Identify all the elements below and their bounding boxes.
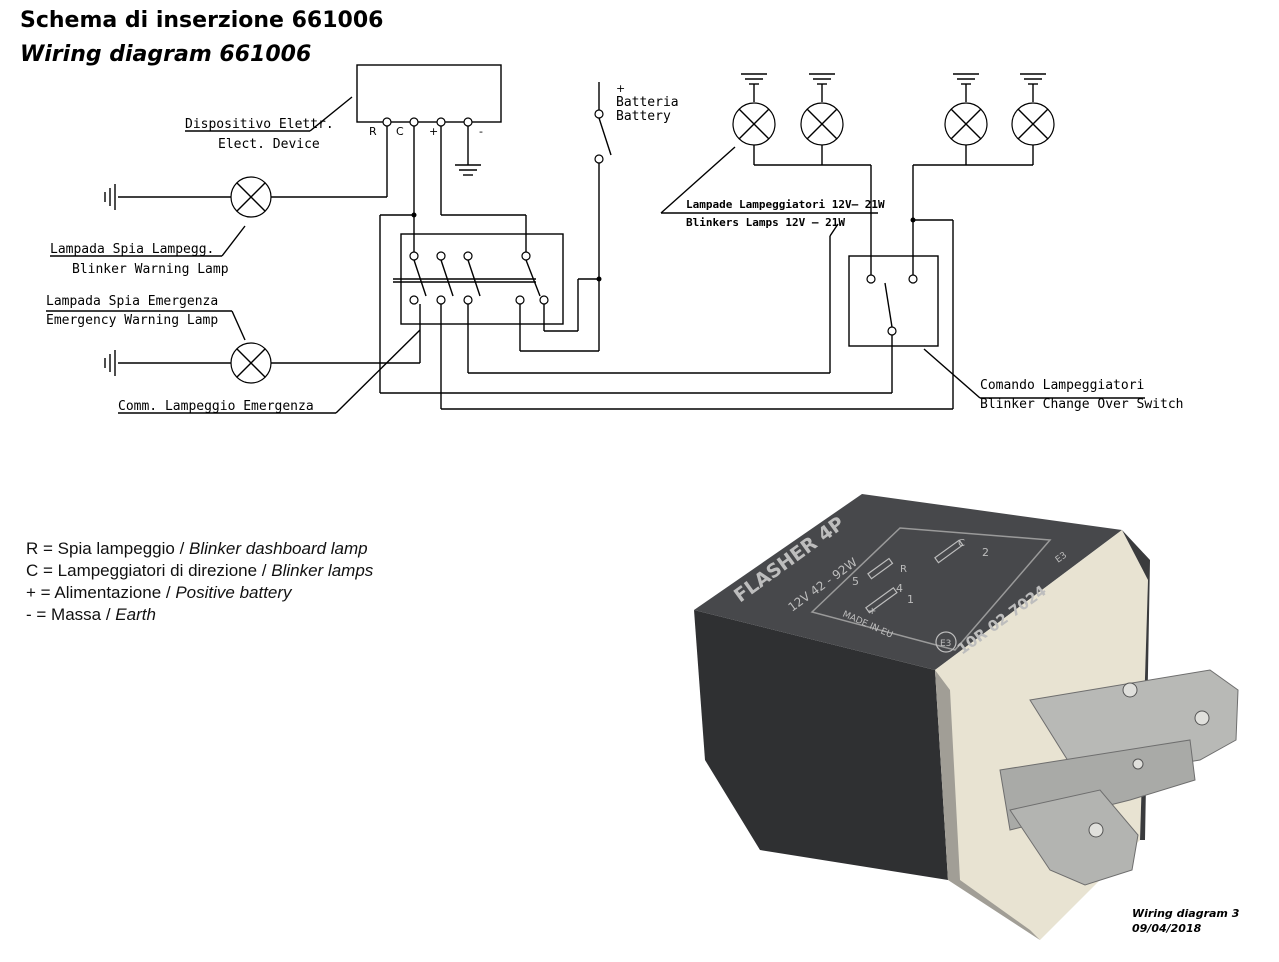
emergency-switch-label: Comm. Lampeggio Emergenza	[118, 399, 314, 414]
terminal-c-label: C	[396, 125, 404, 138]
blinker-lamp-icon	[800, 73, 844, 146]
photo-pin-5: 5	[852, 575, 859, 588]
change-over-switch-label-it: Comando Lampeggiatori	[980, 378, 1144, 393]
battery-sign: +	[616, 82, 625, 95]
battery-switch	[598, 117, 612, 156]
photo-pin-1: 1	[907, 593, 914, 606]
flasher-relay-photo: FLASHER 4P 12V 42 - 92W 10R 02 7024 E3 E…	[694, 494, 1239, 940]
emergency-warning-lamp-label-en: Emergency Warning Lamp	[46, 313, 218, 328]
blinker-lamp-icon	[944, 73, 988, 146]
blinker-lamps-label-it: Lampade Lampeggiatori 12V— 21W	[686, 198, 885, 211]
device-label-en: Elect. Device	[218, 137, 320, 152]
terminal-plus-label: +	[429, 125, 438, 138]
battery-label-en: Battery	[616, 109, 671, 124]
terminal-minus	[463, 117, 473, 127]
terminal-minus-label: -	[479, 125, 483, 138]
legend-item: R = Spia lampeggio / Blinker dashboard l…	[26, 539, 368, 558]
blinker-lamps-label-en: Blinkers Lamps 12V — 21W	[686, 216, 845, 229]
legend-item: + = Alimentazione / Positive battery	[26, 583, 292, 602]
photo-pin-r: R	[900, 564, 907, 575]
page-title-english: Wiring diagram 661006	[20, 42, 312, 67]
footer-date: 09/04/2018	[1132, 922, 1202, 935]
blinker-warning-lamp-label-en: Blinker Warning Lamp	[72, 262, 229, 277]
blinker-lamp-icon	[1011, 73, 1055, 146]
blinker-warning-lamp-label-it: Lampada Spia Lampegg.	[50, 242, 214, 257]
device-leader	[309, 96, 353, 132]
blinker-lamp-icon	[732, 73, 776, 146]
page-title-italian: Schema di inserzione 661006	[20, 8, 384, 33]
legend-item: - = Massa / Earth	[26, 605, 156, 624]
emergency-warning-lamp-label-it: Lampada Spia Emergenza	[46, 294, 218, 309]
terminal-plus	[436, 117, 446, 127]
legend-item: C = Lampeggiatori di direzione / Blinker…	[26, 561, 374, 580]
photo-mark-circle: E3	[940, 639, 951, 649]
terminal-c	[409, 117, 419, 127]
footer: Wiring diagram 3 09/04/2018	[1132, 906, 1239, 936]
electronic-device-box	[356, 64, 502, 123]
change-over-switch-box	[848, 255, 939, 347]
photo-pin-4: 4	[896, 582, 903, 595]
photo-pin-plus: +	[868, 606, 876, 617]
device-label-it: Dispositivo Elettr.	[185, 117, 334, 132]
terminal-r-label: R	[369, 125, 377, 138]
change-over-switch-label-en: Blinker Change Over Switch	[980, 397, 1184, 412]
terminal-r	[382, 117, 392, 127]
footer-name: Wiring diagram 3	[1132, 907, 1240, 920]
legend: R = Spia lampeggio / Blinker dashboard l…	[26, 538, 373, 626]
photo-pin-2: 2	[982, 546, 989, 559]
battery-label-it: Batteria	[616, 95, 679, 110]
